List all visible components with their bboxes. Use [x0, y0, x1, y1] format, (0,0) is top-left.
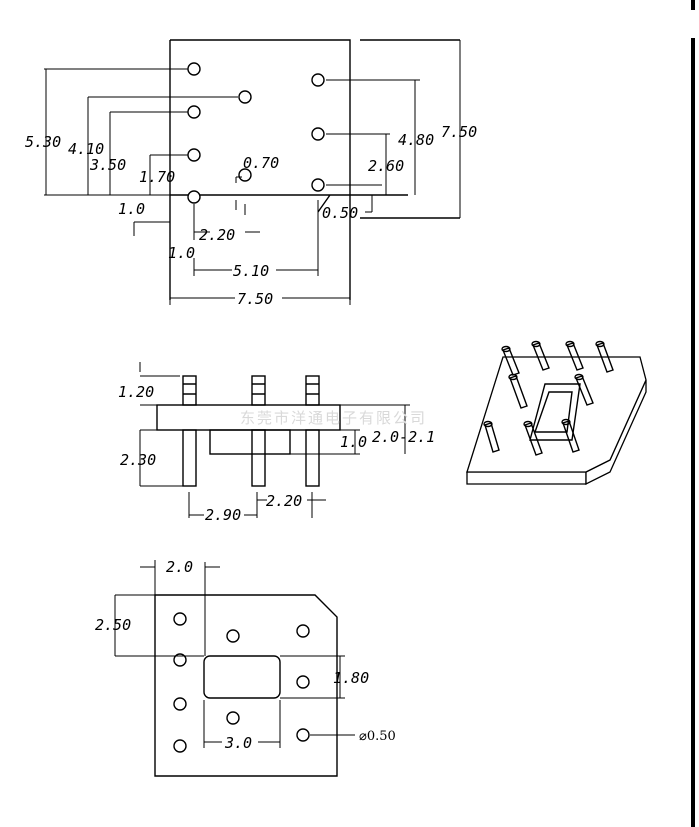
- pin-hole: [296, 675, 310, 689]
- pin-hole: [173, 653, 187, 667]
- pin-hole: [238, 168, 252, 182]
- hole-note: ⌀0.50: [359, 729, 396, 744]
- top-view: 5.30 4.10 3.50 1.70 1.0 0.70 2.20 1.0 5.…: [25, 39, 477, 308]
- dim-label: 4.10: [68, 140, 104, 158]
- dim-label: 2.0: [166, 558, 193, 576]
- isometric-view: [466, 340, 647, 486]
- dim-label: 5.10: [233, 262, 269, 280]
- dim-label: 2.60: [368, 157, 404, 175]
- dimension-lines: [139, 362, 410, 518]
- pin-hole: [296, 728, 310, 742]
- bottom-view-outline: [154, 594, 338, 777]
- dimension-lines: [44, 40, 461, 305]
- watermark: 东莞市洋通电子有限公司: [240, 409, 427, 427]
- pin-hole: [238, 90, 252, 104]
- dim-label: 2.30: [120, 451, 156, 469]
- iso-pins: [483, 340, 614, 456]
- dim-label: 4.80: [398, 131, 434, 149]
- dim-label: 2.90: [205, 506, 241, 524]
- pin-hole: [311, 127, 325, 141]
- center-boss: [209, 429, 291, 455]
- iso-socket: [529, 383, 581, 441]
- dim-label: 3.0: [224, 734, 252, 752]
- pin-hole: [173, 612, 187, 626]
- dim-label: 1.70: [139, 168, 175, 186]
- pin-tops: [182, 375, 320, 406]
- dimension-lines: [114, 560, 355, 748]
- pin-hole: [187, 190, 201, 204]
- pin-hole: [187, 148, 201, 162]
- dim-label: 7.50: [441, 123, 477, 141]
- pin-hole: [226, 711, 240, 725]
- pin-hole: [226, 629, 240, 643]
- dim-label: 1.0: [340, 433, 367, 451]
- bottom-view: 2.0 2.50 1.80 3.0 ⌀0.50: [95, 558, 396, 777]
- pin-hole: [311, 178, 325, 192]
- pin-legs: [182, 429, 320, 487]
- top-view-outline: [169, 39, 460, 300]
- iso-top-face: [466, 356, 647, 473]
- bottom-window: [203, 655, 281, 699]
- iso-front-face: [466, 471, 587, 485]
- pin-hole: [173, 739, 187, 753]
- dim-label: 7.50: [237, 290, 273, 308]
- pin-hole: [296, 624, 310, 638]
- dim-label: 2.20: [266, 492, 302, 510]
- dim-label: 1.20: [118, 383, 154, 401]
- dim-label: 0.70: [243, 154, 279, 172]
- dim-label: 2.20: [199, 226, 235, 244]
- dim-label: 0.50: [322, 204, 358, 222]
- dim-label: 2.0-2.1: [372, 428, 435, 446]
- pin-hole: [311, 73, 325, 87]
- dim-label: 5.30: [25, 133, 61, 151]
- dim-label: 1.80: [333, 669, 369, 687]
- dim-label: 1.0: [118, 200, 145, 218]
- pin-hole: [187, 105, 201, 119]
- pin-hole: [173, 697, 187, 711]
- dim-label: 1.0: [168, 244, 195, 262]
- dim-label: 3.50: [89, 156, 126, 174]
- side-view: 1.20 2.30 1.0 2.0-2.1 2.90 2.20 东莞市洋通电子有…: [118, 362, 435, 524]
- dim-label: 2.50: [95, 616, 131, 634]
- pin-hole: [187, 62, 201, 76]
